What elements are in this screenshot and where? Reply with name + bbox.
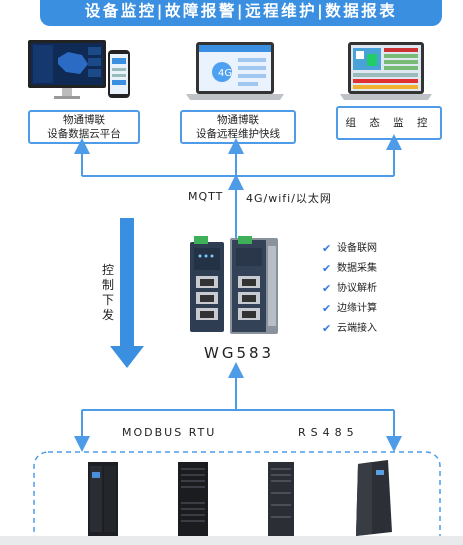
laptop-image: 4G — [186, 42, 284, 100]
feature-list: ✔ 设备联网 ✔ 数据采集 ✔ 协议解析 ✔ 边缘计算 ✔ 云端接入 — [322, 239, 377, 339]
cloud-platform-line1: 物通博联 — [63, 114, 105, 126]
feature-label: 云端接入 — [337, 323, 377, 334]
check-icon: ✔ — [322, 242, 332, 255]
svg-text:4G: 4G — [218, 68, 232, 79]
check-icon: ✔ — [322, 322, 332, 335]
laptop-scada-image — [340, 42, 432, 100]
feature-label: 数据采集 — [337, 263, 377, 274]
check-icon: ✔ — [322, 262, 332, 275]
feature-item: ✔ 数据采集 — [322, 259, 377, 279]
feature-item: ✔ 边缘计算 — [322, 299, 377, 319]
check-icon: ✔ — [322, 302, 332, 315]
ac-unit-image-3 — [268, 462, 294, 536]
ac-unit-image-1 — [88, 462, 118, 536]
gateway-device-image — [190, 236, 278, 334]
ac-unit-image-4 — [356, 460, 392, 536]
feature-item: ✔ 协议解析 — [322, 279, 377, 299]
remote-maintenance-line1: 物通博联 — [217, 114, 259, 126]
network-label: 4G/wifi/以太网 — [246, 192, 332, 205]
cloud-platform-box: 物通博联 设备数据云平台 — [28, 110, 140, 144]
rs485-label: RS485 — [298, 426, 359, 439]
control-dispatch-label: 控制下发 — [101, 263, 114, 322]
scada-monitor-box: 组 态 监 控 — [336, 106, 442, 140]
cloud-platform-line2: 设备数据云平台 — [47, 128, 121, 140]
feature-item: ✔ 设备联网 — [322, 239, 377, 259]
monitor-phone-image — [28, 40, 130, 99]
modbus-rtu-label: MODBUS RTU — [122, 426, 217, 439]
feature-label: 设备联网 — [337, 243, 377, 254]
feature-item: ✔ 云端接入 — [322, 319, 377, 339]
ac-unit-image-2 — [178, 462, 208, 536]
scada-monitor-label: 组 态 监 控 — [345, 117, 433, 129]
gateway-model-label: WG583 — [204, 344, 275, 362]
feature-label: 边缘计算 — [337, 303, 377, 314]
feature-label: 协议解析 — [337, 283, 377, 294]
check-icon: ✔ — [322, 282, 332, 295]
top-banner: 设备监控|故障报警|远程维护|数据报表 — [40, 0, 442, 26]
footer-bar — [0, 536, 463, 545]
remote-maintenance-line2: 设备远程维护快线 — [196, 128, 280, 140]
mqtt-label: MQTT — [188, 190, 224, 203]
